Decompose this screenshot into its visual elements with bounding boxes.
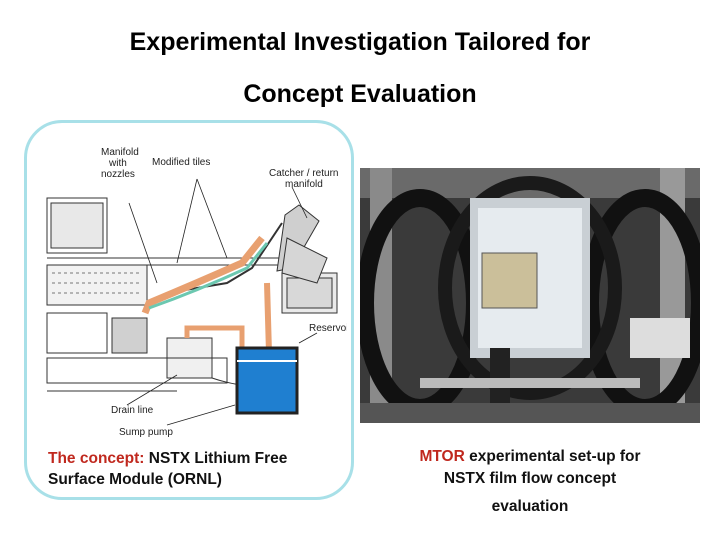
mtor-caption-line3: evaluation [491, 498, 569, 515]
mtor-photo-illustration [360, 168, 700, 423]
concept-caption-prefix: The concept: [48, 450, 145, 467]
label-catcher-2: manifold [285, 179, 323, 190]
mtor-caption-line1: experimental set-up for [464, 448, 641, 465]
label-sump-pump: Sump pump [119, 427, 173, 438]
mtor-caption-prefix: MTOR [419, 448, 465, 465]
lithium-module-diagram: Manifold with nozzles Modified tiles Cat… [46, 147, 347, 438]
label-drain-line: Drain line [111, 405, 154, 416]
label-catcher-1: Catcher / return [269, 168, 338, 179]
label-manifold-3: nozzles [101, 169, 135, 180]
concept-diagram-panel: Manifold with nozzles Modified tiles Cat… [24, 120, 354, 500]
label-reservoir: Reservoir [309, 323, 347, 334]
mtor-setup-photo [360, 168, 700, 423]
mtor-caption: MTOR experimental set-up for NSTX film f… [365, 446, 695, 518]
slide-title-line-2: Concept Evaluation [243, 80, 477, 108]
label-manifold-2: with [108, 158, 127, 169]
label-manifold-1: Manifold [101, 147, 139, 158]
concept-caption: The concept: NSTX Lithium Free Surface M… [48, 448, 348, 490]
label-modified-tiles: Modified tiles [152, 157, 210, 168]
concept-caption-body: NSTX Lithium Free Surface Module (ORNL) [48, 450, 288, 488]
slide-title-line-1: Experimental Investigation Tailored for [129, 28, 591, 56]
mtor-caption-line2: NSTX film flow concept [443, 470, 617, 487]
